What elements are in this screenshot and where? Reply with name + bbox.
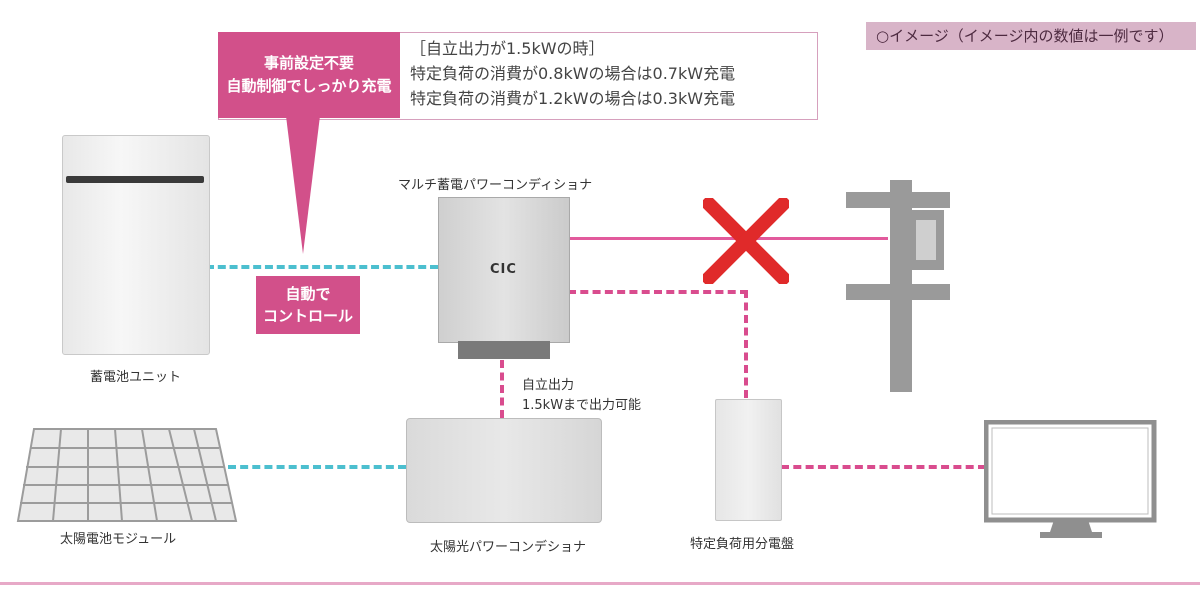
utility-pole-icon	[846, 180, 950, 392]
battery-unit-icon	[62, 135, 210, 355]
pcs-panel-line-h	[568, 290, 748, 294]
auto-control-line2: コントロール	[262, 307, 353, 325]
cross-icon	[703, 198, 789, 284]
solar-module-label: 太陽電池モジュール	[60, 532, 177, 547]
grid-line	[568, 237, 888, 240]
bottom-rule	[0, 582, 1200, 585]
battery-pcs-line	[206, 265, 438, 269]
solar-panel-icon	[16, 428, 238, 522]
note-pointer	[286, 116, 320, 254]
battery-stripe	[66, 176, 204, 183]
tv-icon	[984, 420, 1157, 538]
multi-pcs-label: マルチ蓄電パワーコンディショナ	[398, 178, 593, 193]
auto-control-line1: 自動で	[285, 285, 331, 303]
panel-tv-line	[781, 465, 986, 469]
solar-pcs-label: 太陽光パワーコンデショナ	[430, 540, 587, 555]
pcs-panel-line-v	[744, 290, 748, 398]
note-text-line2: 特定負荷の消費が0.8kWの場合は0.7kW充電	[410, 64, 736, 83]
power-conditioner-icon	[438, 197, 570, 343]
pcs-logo: CIC	[490, 262, 517, 277]
self-output-line1: 自立出力	[522, 378, 575, 393]
self-output-line	[500, 360, 504, 418]
solar-line	[228, 465, 406, 469]
battery-unit-label: 蓄電池ユニット	[90, 370, 182, 385]
auto-control-tag: 自動で コントロール	[256, 276, 360, 334]
image-note: ○イメージ（イメージ内の数値は一例です）	[866, 22, 1196, 50]
note-text-line1: ［自立出力が1.5kWの時］	[410, 39, 605, 58]
pcs-bottom	[458, 341, 550, 359]
note-text: ［自立出力が1.5kWの時］ 特定負荷の消費が0.8kWの場合は0.7kW充電 …	[410, 36, 735, 111]
note-tag-line1: 事前設定不要	[263, 54, 354, 72]
note-tag-line2: 自動制御でしっかり充電	[226, 77, 392, 95]
note-text-line3: 特定負荷の消費が1.2kWの場合は0.3kW充電	[410, 89, 736, 108]
distribution-board-icon	[715, 399, 782, 521]
solar-pcs-icon	[406, 418, 602, 523]
note-tag: 事前設定不要 自動制御でしっかり充電	[218, 32, 400, 118]
panelboard-label: 特定負荷用分電盤	[690, 537, 795, 552]
self-output-line2: 1.5kWまで出力可能	[522, 398, 642, 413]
self-output-label: 自立出力 1.5kWまで出力可能	[522, 376, 641, 416]
